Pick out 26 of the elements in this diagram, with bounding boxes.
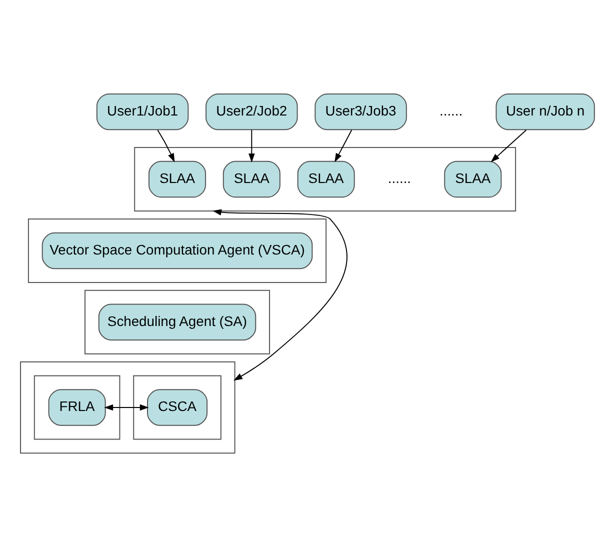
node-box: Scheduling Agent (SA) — [98, 303, 256, 340]
arrow — [212, 208, 348, 380]
node-box: Vector Space Computation Agent (VSCA) — [42, 232, 313, 269]
label: ...... — [440, 102, 463, 118]
node-box: CSCA — [147, 388, 208, 426]
cluster — [28, 218, 327, 282]
node-box: FRLA — [48, 388, 106, 426]
arrow — [490, 129, 527, 162]
cluster — [84, 289, 270, 354]
node-box: User1/Job1 — [96, 92, 189, 130]
arrow — [104, 404, 149, 410]
node-box: User n/Job n — [496, 92, 595, 130]
node-box: User3/Job3 — [314, 92, 407, 130]
node-box: SLAA — [444, 160, 502, 198]
node-box: SLAA — [148, 160, 206, 198]
label: ...... — [388, 169, 412, 186]
arrow — [157, 129, 175, 162]
cluster — [20, 360, 236, 454]
arrow — [248, 129, 255, 162]
cluster — [34, 374, 120, 440]
node-box: User2/Job2 — [206, 92, 298, 130]
node-box: SLAA — [297, 160, 355, 198]
cluster — [134, 146, 516, 212]
node-box: SLAA — [222, 160, 280, 198]
arrow — [334, 129, 352, 162]
cluster — [133, 374, 222, 440]
